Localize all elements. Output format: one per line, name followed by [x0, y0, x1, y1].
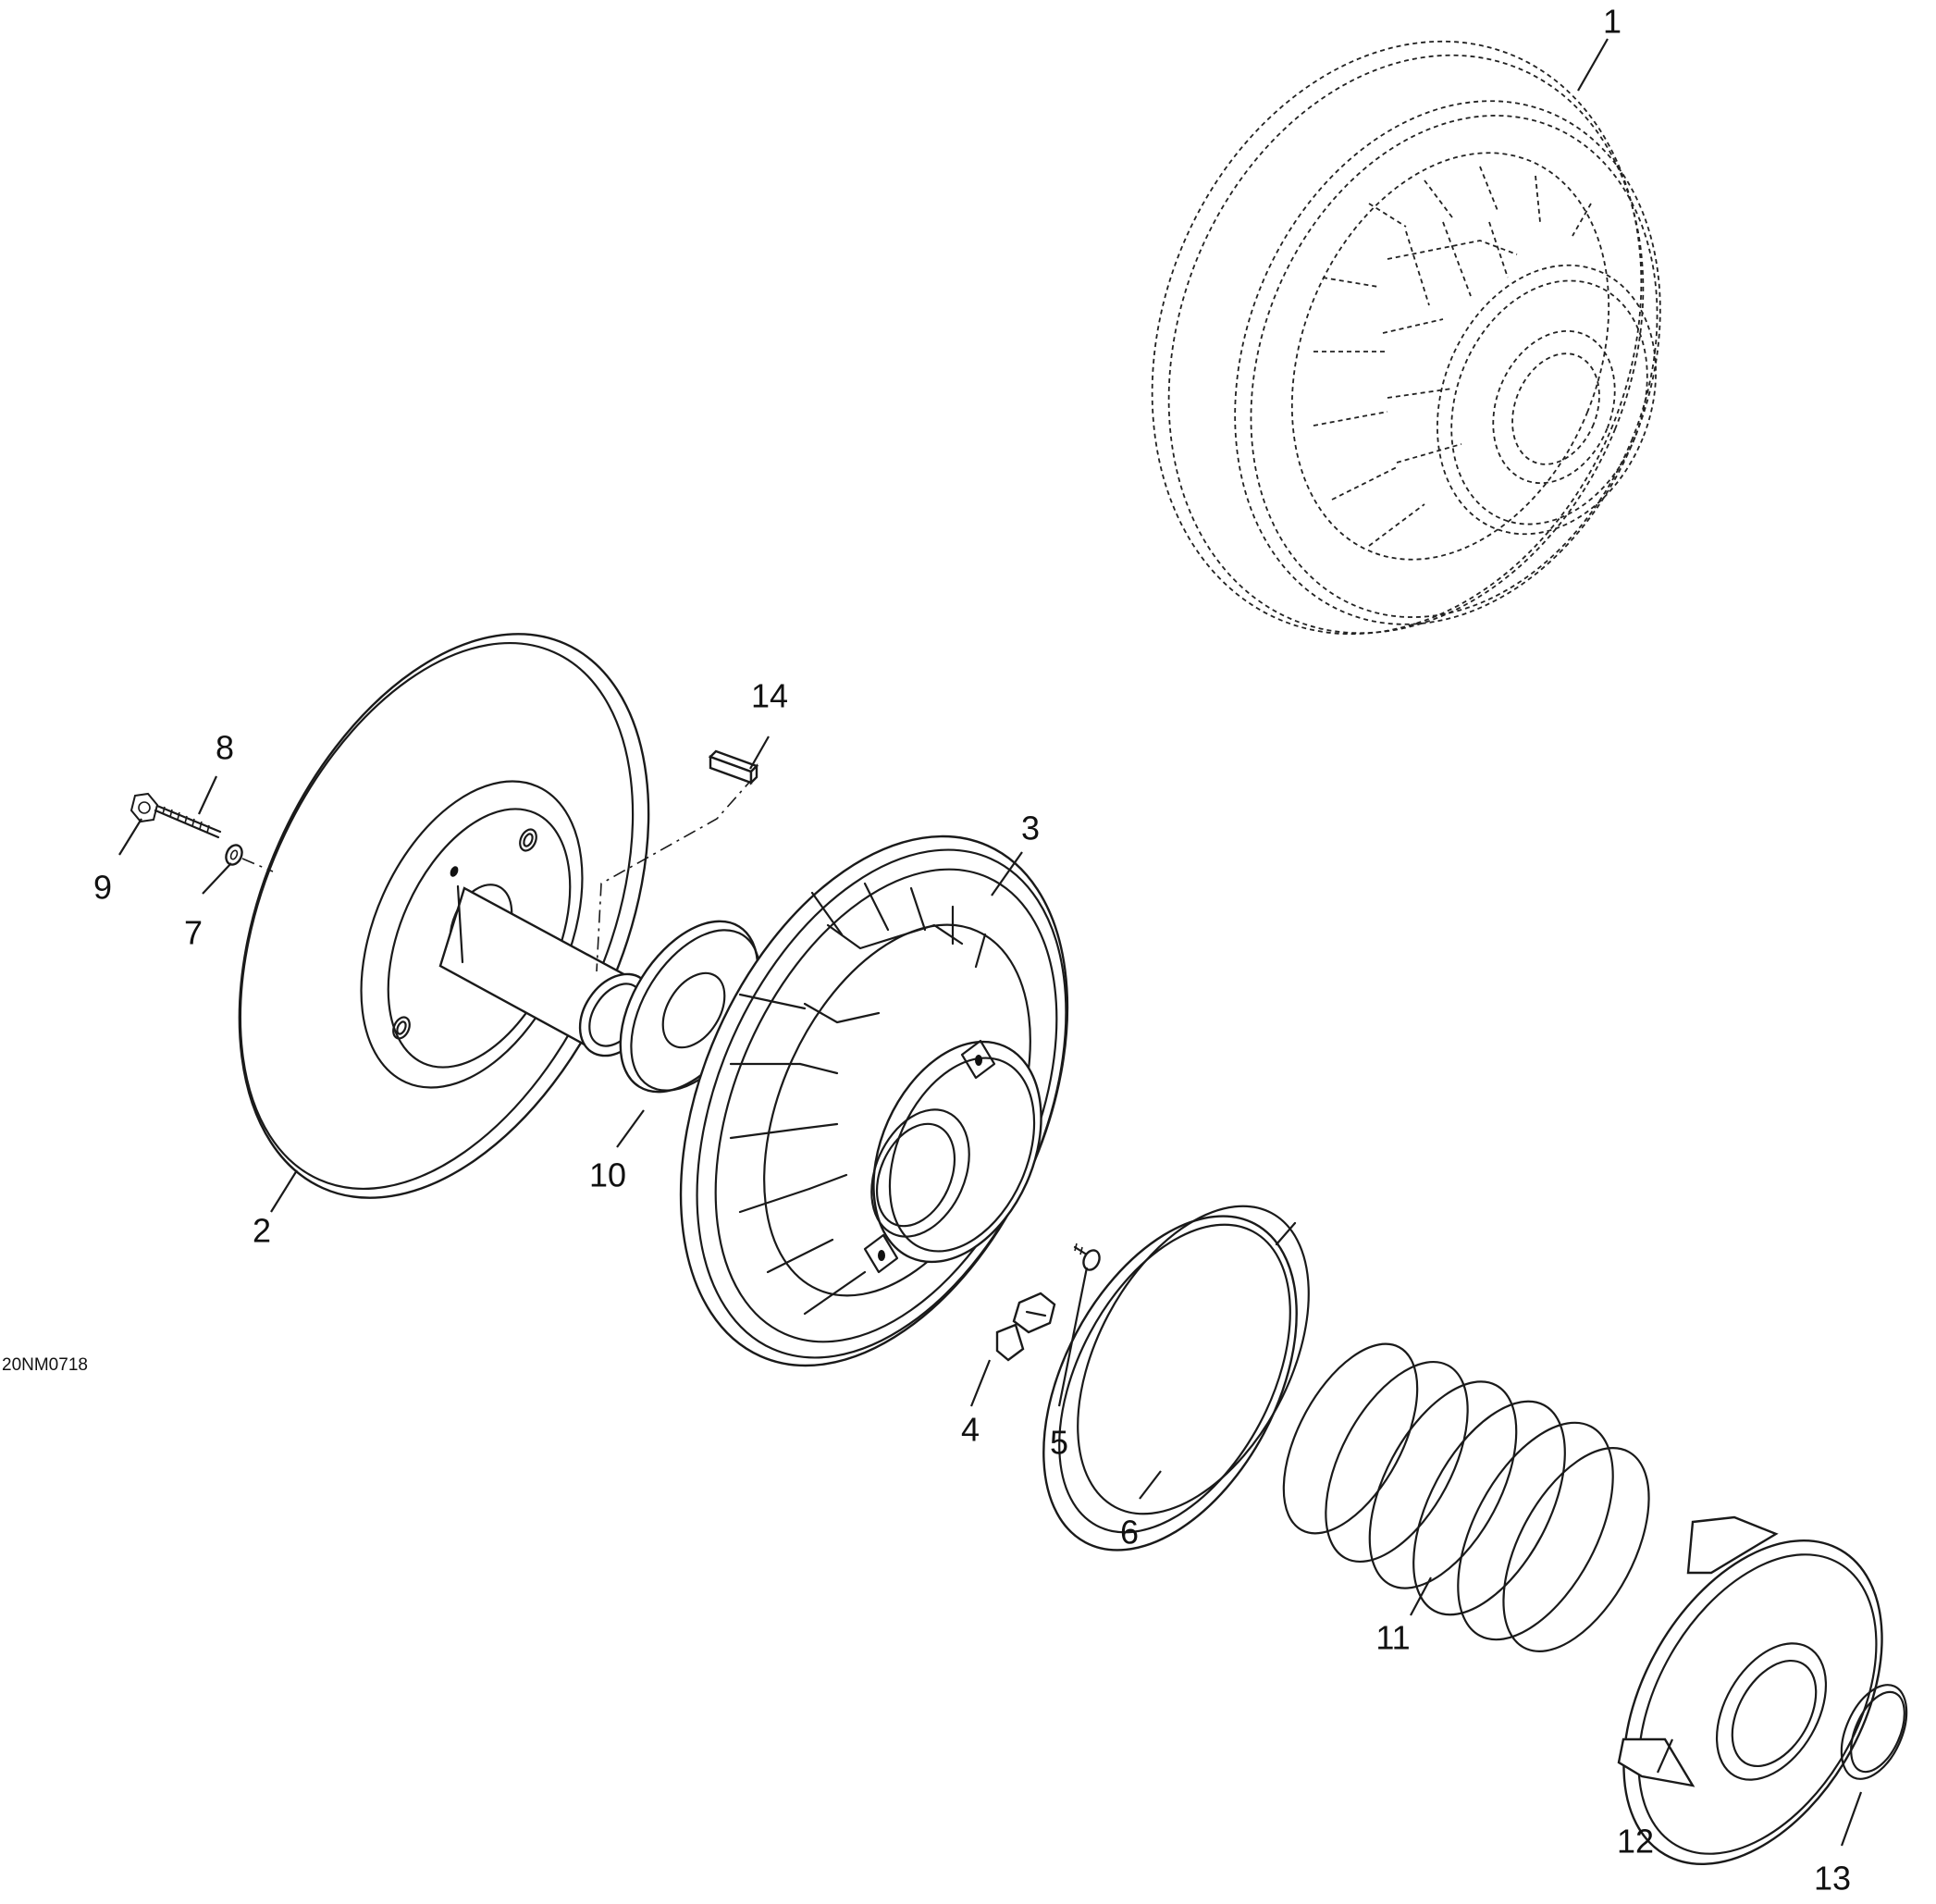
callout-3: 3	[1021, 810, 1040, 847]
callout-6: 6	[1120, 1514, 1139, 1552]
callout-14: 14	[751, 677, 788, 715]
callout-4: 4	[961, 1411, 980, 1449]
part-3-sliding-sheave	[679, 835, 1069, 1367]
part-1-pulley-assembly-phantom	[1151, 40, 1661, 636]
leader-lines	[118, 38, 1863, 1847]
part-2-fixed-sheave	[238, 633, 654, 1199]
part-5-screw	[1073, 1243, 1101, 1271]
callout-5: 5	[1050, 1424, 1068, 1462]
callout-9: 9	[93, 869, 112, 907]
callout-2: 2	[253, 1212, 271, 1250]
part-13-circlip	[1840, 1684, 1908, 1780]
key-alignment-line	[596, 776, 755, 972]
callout-13: 13	[1814, 1860, 1851, 1898]
drawing-reference: 20NM0718	[2, 1355, 88, 1375]
part-7-washer	[225, 844, 274, 872]
callout-7: 7	[184, 914, 203, 952]
part-4-slider-shoe	[995, 1292, 1056, 1362]
part-11-spring	[1282, 1342, 1650, 1652]
part-6-ring	[1042, 1205, 1310, 1552]
callout-12: 12	[1617, 1823, 1654, 1861]
callout-8: 8	[216, 729, 234, 767]
callout-10: 10	[589, 1156, 626, 1194]
callout-1: 1	[1603, 3, 1622, 41]
part-9-nut	[129, 792, 159, 823]
callout-11: 11	[1375, 1619, 1410, 1657]
part-14-key	[708, 749, 759, 785]
callout-labels: 1 2 3 4 5 6 7 8 9 10 11 12 13 14	[93, 3, 1851, 1898]
part-8-screw	[154, 804, 222, 839]
part-12-cam	[1617, 1515, 1883, 1866]
